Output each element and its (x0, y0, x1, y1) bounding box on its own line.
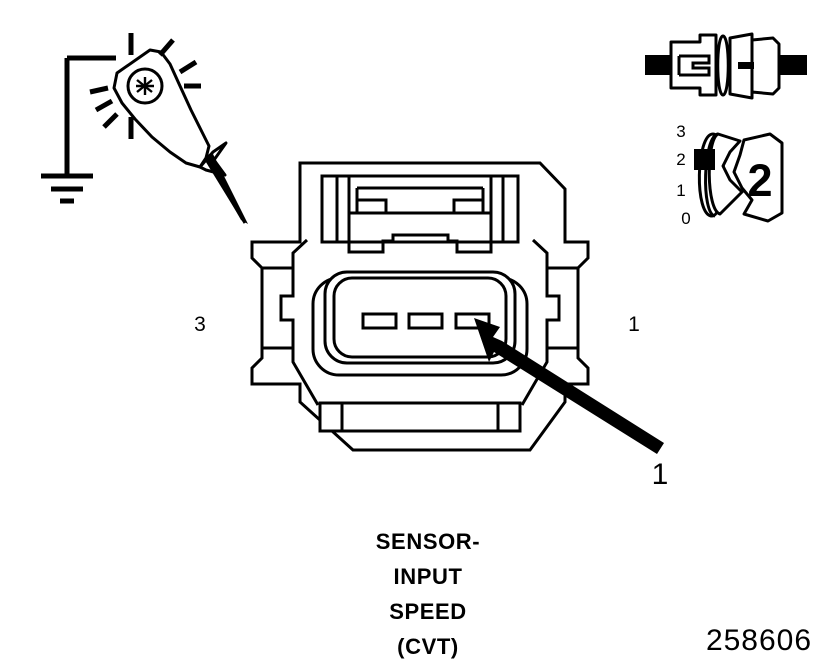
right-wire-stub (779, 55, 807, 75)
terminal-slots (361, 312, 491, 330)
terminal-cavity-3 (361, 312, 398, 330)
test-light-probe (89, 33, 248, 224)
connector-base (318, 401, 522, 433)
terminal-cavity-2 (407, 312, 444, 330)
keying-position-marker (694, 149, 715, 170)
caption-line-4: (CVT) (397, 634, 459, 659)
barrel-slot (738, 62, 754, 69)
keying-scale-1: 1 (676, 181, 685, 200)
light-rays (89, 33, 201, 139)
figure-caption: SENSOR- INPUT SPEED (CVT) (376, 529, 480, 659)
keying-body-label: 2 (747, 155, 772, 206)
keying-scale-2: 2 (676, 150, 685, 169)
connector-latch (320, 174, 520, 254)
keying-scale-3: 3 (676, 122, 685, 141)
caption-line-1: SENSOR- (376, 529, 480, 554)
bulb-filament (136, 77, 154, 95)
callout-arrow-pin1 (474, 318, 664, 454)
connector-body (250, 161, 590, 452)
pin-label-right: 1 (628, 313, 640, 336)
inset-keying-indicator: 3 2 1 0 2 (676, 122, 784, 228)
keying-scale-0: 0 (681, 209, 690, 228)
left-wire-stub (645, 55, 672, 75)
chassis-ground-symbol (41, 55, 116, 204)
caption-line-2: INPUT (394, 564, 463, 589)
caption-line-3: SPEED (389, 599, 467, 624)
probe-tip (205, 152, 248, 224)
part-number: 258606 (706, 624, 812, 657)
pin-label-left: 3 (194, 313, 206, 336)
callout-label-1: 1 (652, 458, 669, 491)
inset-mated-connector-side-view (645, 32, 807, 100)
